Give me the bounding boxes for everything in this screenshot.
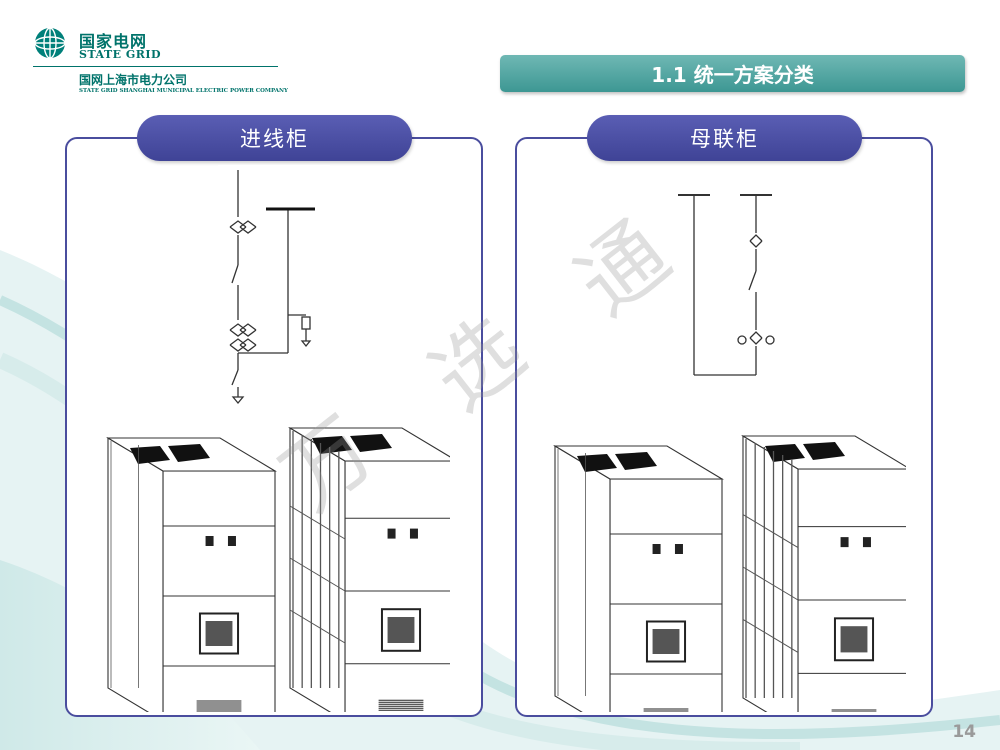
cabinet-drawing: [741, 435, 906, 712]
logo-divider: [33, 66, 278, 67]
bus-tie-cabinet-wiring-diagram: [660, 175, 790, 393]
section-title: 1.1 统一方案分类: [500, 55, 965, 92]
logo-title-cn: 国家电网: [79, 32, 148, 51]
cabinet-drawing: [553, 445, 724, 712]
state-grid-logo: 国家电网 STATE GRID 国网上海市电力公司 STATE GRID SHA…: [33, 26, 288, 96]
incoming-cabinet-render: [100, 408, 450, 712]
logo-title-en: STATE GRID: [79, 48, 162, 61]
page-number: 14: [952, 722, 976, 742]
company-name-en: STATE GRID SHANGHAI MUNICIPAL ELECTRIC P…: [79, 88, 288, 94]
company-name-cn: 国网上海市电力公司: [79, 73, 188, 87]
bus-tie-cabinet-label: 母联柜: [587, 115, 862, 161]
cabinet-drawing: [106, 437, 277, 712]
incoming-cabinet-label: 进线柜: [137, 115, 412, 161]
incoming-cabinet-wiring-diagram: [218, 165, 330, 407]
cabinet-drawing: [288, 427, 450, 712]
globe-icon: [34, 27, 66, 59]
bus-tie-cabinet-render: [543, 408, 906, 712]
